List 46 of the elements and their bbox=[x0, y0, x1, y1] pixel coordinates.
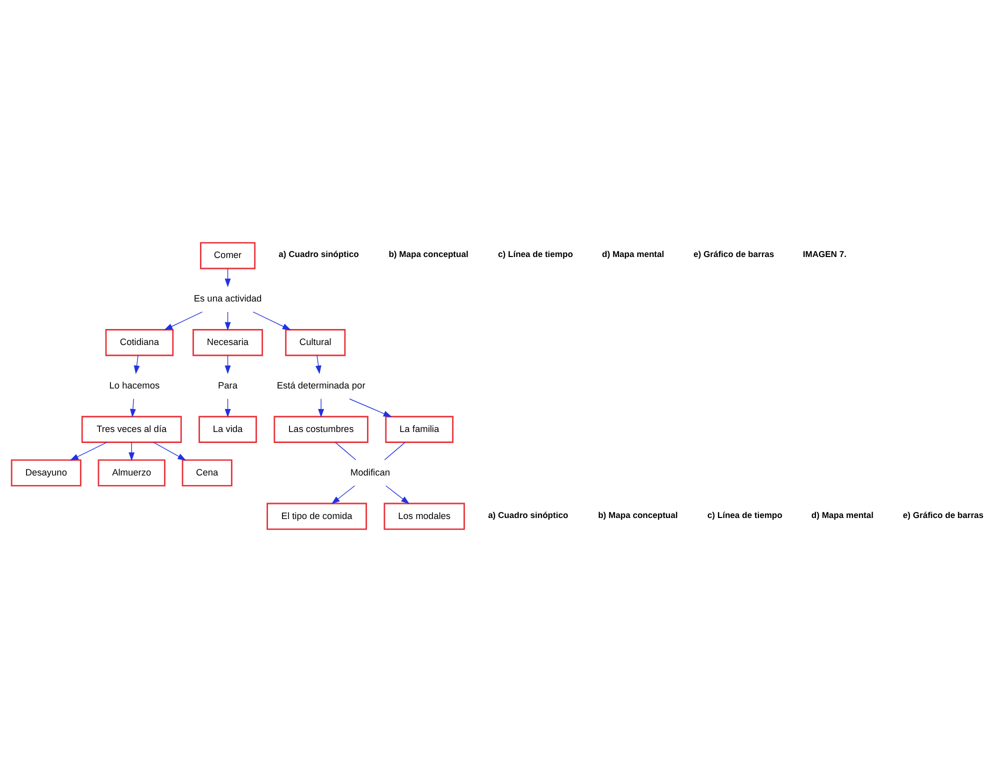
arrow bbox=[130, 398, 136, 418]
arrow bbox=[349, 398, 392, 418]
label: d) Mapa mental bbox=[811, 510, 874, 520]
arrow bbox=[134, 355, 140, 374]
arrow bbox=[164, 312, 203, 330]
node-box: Tres veces al día bbox=[81, 416, 182, 443]
node-box: La vida bbox=[198, 416, 257, 443]
node-text: Modifican bbox=[350, 467, 390, 478]
node-text: Está determinada por bbox=[276, 380, 366, 390]
node-box: El tipo de comida bbox=[266, 502, 367, 530]
label: e) Gráfico de barras bbox=[902, 510, 984, 520]
node-box: Comer bbox=[200, 242, 256, 270]
node-box: Cotidiana bbox=[105, 329, 174, 356]
arrow bbox=[224, 312, 231, 331]
label: b) Mapa conceptual bbox=[388, 249, 468, 260]
connector bbox=[384, 442, 406, 460]
node-box: Almuerzo bbox=[98, 459, 166, 486]
arrow bbox=[153, 442, 186, 461]
node-box: Necesaria bbox=[192, 329, 264, 356]
label: c) Línea de tiempo bbox=[707, 510, 782, 520]
node-text: Lo hacemos bbox=[109, 380, 160, 390]
arrow bbox=[386, 485, 410, 504]
arrow bbox=[224, 268, 231, 288]
arrow bbox=[331, 485, 356, 504]
arrow bbox=[315, 355, 322, 374]
node-box: Desayuno bbox=[10, 459, 82, 486]
label: IMAGEN 7. bbox=[802, 249, 846, 260]
label: a) Cuadro sinóptico bbox=[488, 510, 568, 520]
label: b) Mapa conceptual bbox=[598, 510, 678, 520]
arrow bbox=[318, 398, 324, 418]
arrow bbox=[224, 398, 231, 418]
node-box: Cena bbox=[182, 459, 232, 486]
arrow bbox=[224, 355, 231, 374]
label: e) Gráfico de barras bbox=[694, 249, 774, 260]
node-box: Cultural bbox=[285, 329, 346, 356]
label: d) Mapa mental bbox=[602, 249, 664, 260]
node-box: La familia bbox=[385, 416, 454, 443]
node-box: Las costumbres bbox=[274, 416, 368, 443]
arrow bbox=[252, 312, 292, 330]
label: c) Línea de tiempo bbox=[498, 249, 573, 260]
arrow bbox=[128, 442, 135, 461]
node-text: Es una actividad bbox=[194, 294, 262, 304]
connector bbox=[334, 442, 356, 460]
node-box: Los modales bbox=[384, 502, 465, 530]
node-text: Para bbox=[218, 380, 238, 390]
label: a) Cuadro sinóptico bbox=[278, 249, 359, 260]
